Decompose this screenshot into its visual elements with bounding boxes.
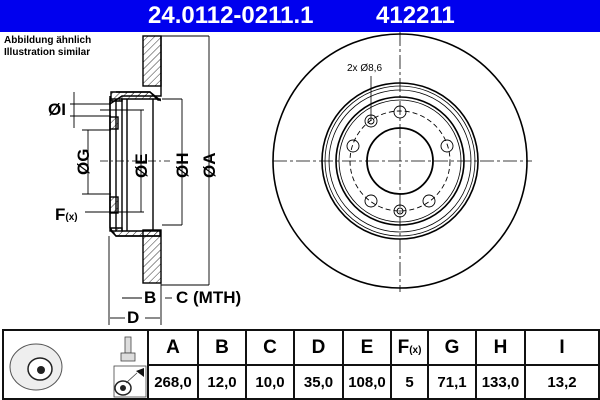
header-f-text: F	[397, 336, 410, 358]
header-e: E	[342, 329, 392, 366]
label-f: F(x)	[55, 205, 78, 225]
label-f-text: F	[55, 205, 66, 224]
brake-disc-icon	[9, 336, 147, 398]
value-a: 268,0	[147, 364, 199, 400]
value-f: 5	[390, 364, 429, 400]
note-english: Illustration similar	[4, 47, 91, 58]
header-f-sub: (x)	[409, 344, 422, 356]
label-dia-i: ØI	[48, 100, 66, 119]
header-a: A	[147, 329, 199, 366]
header-b: B	[197, 329, 247, 366]
value-d: 35,0	[293, 364, 344, 400]
header-g: G	[427, 329, 477, 366]
header-f: F(x)	[390, 329, 429, 366]
table-header-row: A B C D E F(x) G H I	[2, 329, 600, 400]
value-b: 12,0	[197, 364, 247, 400]
value-e: 108,0	[342, 364, 392, 400]
header-i: I	[524, 329, 600, 366]
spec-table: A B C D E F(x) G H I 268,0 12,0 10,0 35,…	[2, 329, 600, 400]
label-c-mth: C (MTH)	[176, 288, 242, 307]
ean-number: 412211	[376, 2, 455, 29]
screw-hole-icon	[113, 365, 147, 398]
hole-note: 2x Ø8,6	[347, 63, 383, 74]
label-b: B	[144, 288, 157, 307]
label-dia-a: ØA	[200, 152, 219, 179]
label-f-sub: (x)	[65, 212, 78, 223]
label-dia-e: ØE	[132, 153, 151, 178]
value-i: 13,2	[524, 364, 600, 400]
label-dia-g: ØG	[74, 148, 93, 175]
header-d: D	[293, 329, 344, 366]
table-value-row: 268,0 12,0 10,0 35,0 108,0 5 71,1 133,0 …	[3, 364, 600, 400]
header-c: C	[245, 329, 295, 366]
icon-cell	[2, 329, 149, 400]
value-g: 71,1	[427, 364, 477, 400]
bolt-icon	[120, 336, 136, 362]
front-view	[272, 32, 532, 292]
note-german: Abbildung ähnlich	[4, 35, 92, 46]
header-h: H	[475, 329, 526, 366]
label-d: D	[127, 308, 140, 327]
label-dia-h: ØH	[173, 152, 192, 179]
illustration-note: Abbildung ähnlich Illustration similar	[4, 35, 91, 59]
value-c: 10,0	[245, 364, 295, 400]
part-number: 24.0112-0211.1	[148, 2, 314, 29]
title-bar: 24.0112-0211.1 412211	[0, 0, 600, 32]
side-section-view	[70, 35, 210, 325]
bolt-holes	[346, 105, 454, 218]
value-h: 133,0	[475, 364, 526, 400]
